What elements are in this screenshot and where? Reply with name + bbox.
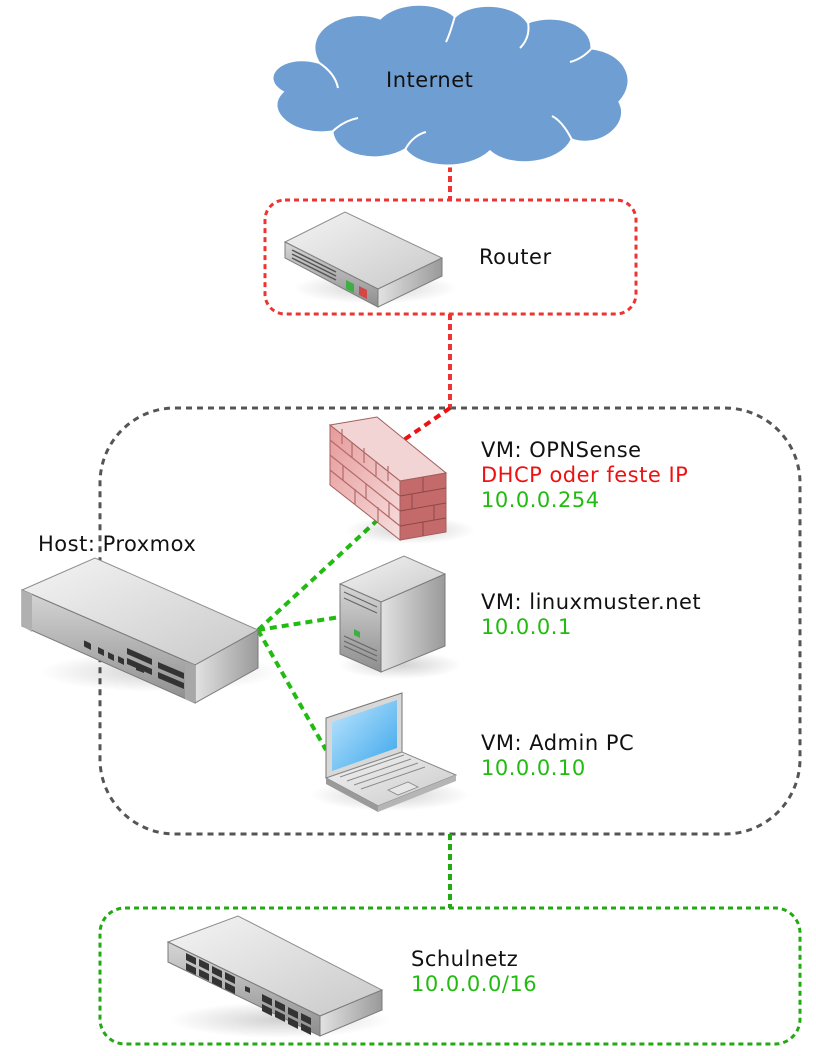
link-proxmox-opnsense	[256, 513, 385, 632]
proxmox-server-icon	[20, 557, 280, 704]
router-icon	[283, 211, 457, 308]
linuxmuster-name-label: VM: linuxmuster.net	[481, 590, 702, 614]
internet-label: Internet	[386, 68, 474, 92]
linuxmuster-ip-label: 10.0.0.1	[481, 615, 572, 639]
schulnetz-name-label: Schulnetz	[411, 947, 519, 971]
router-label: Router	[479, 245, 552, 269]
schulnetz-ip-label: 10.0.0.0/16	[411, 972, 538, 996]
opnsense-name-label: VM: OPNSense	[481, 438, 642, 462]
linuxmuster-server-icon	[338, 555, 462, 679]
opnsense-ip-label: 10.0.0.254	[481, 488, 600, 512]
opnsense-note-label: DHCP oder feste IP	[481, 463, 689, 487]
admin-laptop-icon	[310, 692, 470, 812]
link-proxmox-linuxmuster	[257, 615, 341, 632]
adminpc-ip-label: 10.0.0.10	[481, 756, 586, 780]
schulnetz-switch-icon	[166, 915, 390, 1038]
internet-cloud-icon	[270, 2, 631, 168]
host-label: Host: Proxmox	[38, 532, 197, 556]
firewall-icon	[328, 416, 475, 544]
adminpc-name-label: VM: Admin PC	[481, 731, 635, 755]
link-proxmox-adminpc	[256, 629, 328, 751]
